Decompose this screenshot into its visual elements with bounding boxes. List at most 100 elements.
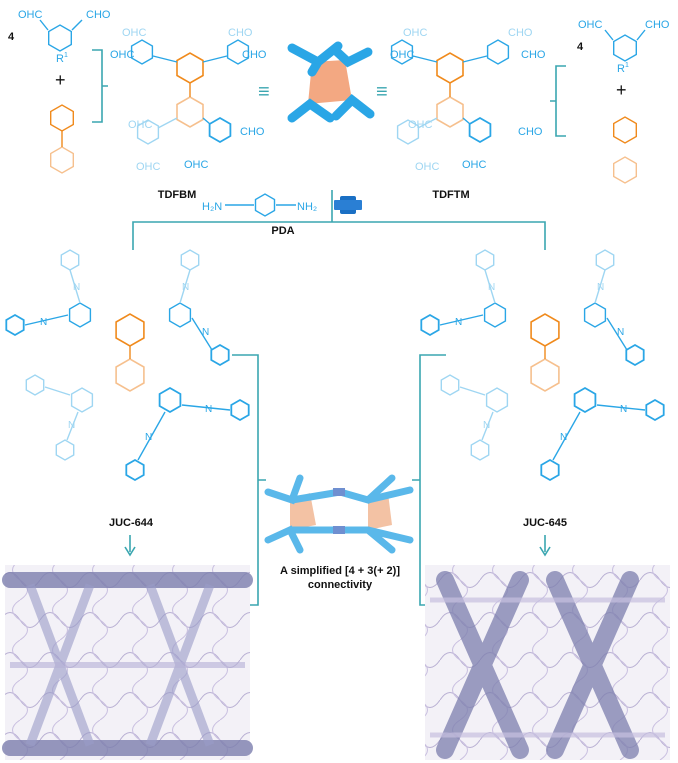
bond — [606, 317, 628, 351]
pda-nh2-label: NH₂ — [297, 201, 317, 213]
left-r1-label: R1 — [56, 52, 68, 65]
benzene-ring — [470, 439, 490, 461]
bond — [596, 404, 646, 411]
tdftm-cho-2: CHO — [521, 49, 546, 61]
bond — [181, 404, 231, 411]
benzene-ring — [485, 387, 509, 413]
benzene-ring — [176, 52, 204, 84]
connectivity-caption-line1: A simplified [4 + 3(+ 2)] — [280, 565, 400, 577]
bond — [69, 269, 81, 304]
benzene-ring — [595, 249, 615, 271]
imine-nitrogen-label: N — [560, 432, 567, 443]
benzene-ring — [530, 313, 560, 347]
pda-label: PDA — [271, 225, 294, 237]
right-cho-label: CHO — [645, 19, 670, 31]
benzene-ring — [254, 193, 276, 217]
bond — [202, 55, 228, 63]
benzene-ring — [613, 34, 637, 62]
bond — [594, 269, 606, 304]
tdftm-cho-3: CHO — [518, 126, 543, 138]
imine-nitrogen-label: N — [68, 420, 75, 431]
benzene-ring — [226, 39, 250, 65]
tdfbm-cho-2: CHO — [242, 49, 267, 61]
imine-nitrogen-label: N — [455, 317, 462, 328]
benzene-ring — [486, 39, 510, 65]
benzene-ring — [573, 386, 597, 414]
benzene-ring — [48, 24, 73, 52]
benzene-ring — [583, 302, 607, 328]
right-r1-label: R1 — [617, 62, 629, 75]
tdfbm-ohc-1: OHC — [122, 27, 147, 39]
imine-nitrogen-label: N — [205, 404, 212, 415]
tdfbm-ohc-5: OHC — [184, 159, 209, 171]
equivalent-sign-right: ≡ — [376, 81, 388, 103]
imine-nitrogen-label: N — [488, 282, 495, 293]
benzene-ring — [55, 439, 75, 461]
bond — [417, 117, 438, 129]
tdfbm-ohc-4: OHC — [136, 161, 161, 173]
bond — [481, 411, 494, 441]
left-cho-label: CHO — [86, 9, 111, 21]
benzene-ring — [158, 386, 182, 414]
bond — [191, 317, 213, 351]
benzene-ring — [180, 249, 200, 271]
tdfbm-cho-1: CHO — [228, 27, 253, 39]
benzene-ring — [436, 52, 464, 84]
imine-nitrogen-label: N — [597, 282, 604, 293]
benzene-ring — [230, 398, 250, 422]
tdftm-ohc-2: OHC — [390, 49, 415, 61]
benzene-ring — [436, 96, 464, 128]
bond — [439, 314, 484, 326]
imine-nitrogen-label: N — [483, 420, 490, 431]
bond — [137, 411, 166, 461]
benzene-ring — [468, 116, 492, 144]
bond — [44, 386, 71, 396]
bond — [179, 269, 191, 304]
bond — [157, 117, 178, 129]
benzene-ring — [176, 96, 204, 128]
benzene-ring — [210, 343, 230, 367]
bond — [202, 117, 211, 125]
right-reactant-count: 4 — [577, 41, 584, 53]
benzene-ring — [483, 302, 507, 328]
benzene-ring — [50, 146, 75, 174]
simplified-connectivity-icon — [264, 474, 414, 554]
tdfbm-label: TDFBM — [158, 189, 197, 201]
tdftm-ohc-4: OHC — [415, 161, 440, 173]
bond — [636, 29, 646, 41]
left-plus-sign: + — [55, 70, 66, 90]
imine-nitrogen-label: N — [73, 282, 80, 293]
linker-block-icon — [334, 196, 362, 214]
benzene-ring — [613, 116, 637, 144]
tdftm-ohc-5: OHC — [462, 159, 487, 171]
imine-nitrogen-label: N — [40, 317, 47, 328]
bond — [412, 55, 438, 63]
benzene-ring — [130, 39, 154, 65]
molecule-drawings — [5, 19, 665, 482]
benzene-ring — [613, 156, 637, 184]
tdftm-ohc-1: OHC — [403, 27, 428, 39]
imine-nitrogen-label: N — [202, 327, 209, 338]
benzene-ring — [5, 313, 25, 337]
benzene-ring — [420, 313, 440, 337]
pda-h2n-label: H₂N — [202, 201, 222, 213]
benzene-ring — [396, 119, 420, 145]
benzene-ring — [390, 39, 414, 65]
bond — [24, 314, 69, 326]
right-ohc-label: OHC — [578, 19, 603, 31]
bond — [71, 19, 83, 31]
benzene-ring — [50, 104, 75, 132]
juc-645-label: JUC-645 — [523, 517, 567, 529]
bond — [462, 55, 488, 63]
benzene-ring — [540, 458, 560, 482]
imine-nitrogen-label: N — [617, 327, 624, 338]
tdfbm-ohc-2: OHC — [110, 49, 135, 61]
bond — [66, 411, 79, 441]
imine-nitrogen-label: N — [182, 282, 189, 293]
left-ohc-label: OHC — [18, 9, 43, 21]
benzene-ring — [125, 458, 145, 482]
juc-644-crystal-structure — [2, 565, 253, 760]
bond — [484, 269, 496, 304]
